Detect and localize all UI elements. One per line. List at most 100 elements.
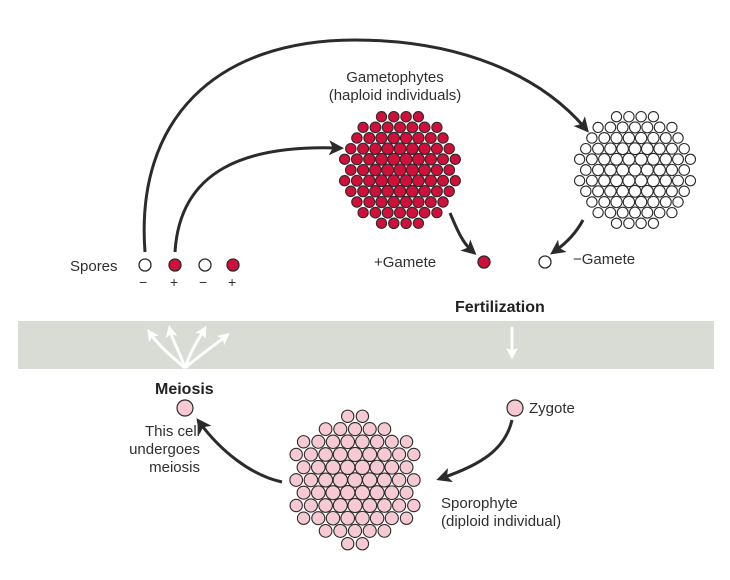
- sporophyte-cell: [354, 459, 371, 475]
- sporophyte-cell: [340, 459, 356, 475]
- minus-gametophyte-cell: [647, 217, 660, 229]
- sporophyte-cell: [399, 435, 414, 449]
- plus-gametophyte-cell: [369, 163, 382, 177]
- minus-gametophyte-cell: [592, 185, 605, 198]
- sporophyte-label: Sporophyte (diploid individual): [441, 495, 561, 531]
- plus-gametophyte-cell: [363, 153, 376, 166]
- sporophyte-cell: [362, 472, 378, 488]
- minus-gametophyte-cell: [622, 174, 636, 188]
- plus-gametophyte-cell: [388, 217, 400, 230]
- meiosis-cell: [176, 399, 194, 417]
- minus-gametophyte-cell: [592, 206, 604, 219]
- plus-gametophyte-cell: [431, 206, 443, 219]
- sporophyte-cell: [347, 422, 363, 437]
- plus-gametophyte-cell: [406, 206, 419, 219]
- plus-gametophyte-cell: [431, 121, 443, 134]
- arrow-plus-spore-to-plus-gametophyte: [173, 140, 344, 253]
- minus-gametophyte-cell: [585, 153, 598, 166]
- plus-gametophyte-cell: [388, 110, 400, 123]
- minus-gametophyte-cell: [622, 195, 636, 209]
- minus-gametophyte-cell: [604, 185, 617, 198]
- arrow-sporophyte-to-meiosis-cell: [196, 418, 283, 484]
- plus-gametophyte-cell: [424, 196, 437, 209]
- minus-gametophyte-cell: [585, 174, 598, 187]
- minus-gametophyte-cell: [580, 142, 592, 155]
- plus-gametophyte-cell: [405, 184, 419, 198]
- sporophyte-cell: [318, 472, 334, 488]
- minus-gametophyte-cell: [592, 121, 604, 134]
- plus-gametophyte-cell: [436, 174, 449, 187]
- sporophyte-cell: [392, 498, 407, 513]
- plus-gametophyte-cell: [449, 175, 461, 187]
- minus-gametophyte-cell: [634, 174, 648, 188]
- plus-gametophyte-cell: [363, 196, 376, 209]
- plus-gametophyte-cell: [393, 121, 407, 134]
- minus-gamete-cell: [538, 255, 552, 269]
- plus-gametophyte-cell: [345, 185, 357, 198]
- minus-gametophyte-cell: [635, 110, 647, 123]
- sporophyte-cell: [310, 485, 326, 501]
- sporophyte-cell: [399, 485, 414, 500]
- minus-gametophyte-cell: [640, 184, 654, 198]
- sporophyte-cell: [318, 447, 333, 462]
- plus-gametophyte-cell: [430, 142, 443, 155]
- plus-gametophyte-cell: [363, 132, 376, 145]
- minus-gametophyte-cell: [610, 217, 623, 229]
- minus-gametophyte-cell: [616, 142, 630, 156]
- plus-gametophyte-cell: [369, 206, 382, 219]
- meiosis-note-line3: meiosis: [149, 459, 200, 476]
- spores-label: Spores: [70, 258, 118, 275]
- meiosis-note-line1: This cell: [144, 423, 200, 440]
- sporophyte-cell: [289, 447, 303, 462]
- plus-gametophyte-cell: [375, 217, 388, 229]
- sporophyte-cell: [384, 434, 399, 449]
- sporophyte-cell: [384, 511, 399, 526]
- minus-gametophyte-cell: [598, 174, 611, 187]
- plus-gametophyte-cell: [375, 174, 388, 188]
- sporophyte-cell: [347, 523, 363, 539]
- sporophyte-cell: [340, 434, 356, 450]
- plus-gametophyte-cell: [405, 163, 419, 177]
- sporophyte-cell: [399, 511, 414, 525]
- minus-gametophyte-cell: [647, 131, 660, 145]
- sporophyte-cell: [332, 497, 348, 514]
- sporophyte-cell: [377, 498, 392, 513]
- sporophyte-cell: [318, 498, 333, 513]
- minus-gametophyte-cell: [640, 163, 654, 177]
- minus-gametophyte-cell: [678, 142, 690, 155]
- minus-gametophyte-cell: [665, 163, 679, 177]
- sporophyte-cell: [362, 422, 377, 437]
- minus-gametophyte-cell: [634, 152, 648, 166]
- plus-gametophyte-cell: [418, 121, 431, 134]
- minus-gametophyte-cell: [586, 132, 598, 144]
- sporophyte-cell: [355, 510, 370, 526]
- sporophyte-cell: [318, 524, 333, 538]
- plus-gametophyte-cell: [430, 163, 444, 177]
- plus-gametophyte-cell: [387, 152, 401, 166]
- plus-gametophyte-cell: [424, 153, 438, 166]
- minus-gametophyte-cell: [591, 163, 605, 177]
- minus-gametophyte-cell: [604, 121, 617, 134]
- plus-gametophyte-cell: [400, 217, 412, 230]
- minus-gametophyte-cell: [573, 153, 586, 165]
- minus-gametophyte-cell: [616, 163, 630, 177]
- sporophyte-cell: [407, 447, 421, 462]
- minus-gametophyte-cell: [646, 174, 660, 188]
- minus-gametophyte-cell: [672, 132, 684, 144]
- minus-gametophyte-cell: [672, 196, 684, 208]
- minus-gametophyte-cell: [665, 142, 678, 155]
- minus-gametophyte-cell: [678, 164, 691, 176]
- plus-gametophyte-cell: [345, 142, 357, 155]
- minus-gametophyte-cell: [647, 195, 660, 209]
- minus-gametophyte-cell: [684, 175, 697, 187]
- plus-gametophyte-cell: [357, 121, 369, 134]
- fertilization-label: Fertilization: [455, 299, 545, 316]
- meiosis-arrows: [147, 325, 230, 370]
- sporophyte-cell: [377, 524, 392, 538]
- plus-gamete-label: +Gamete: [374, 254, 437, 271]
- minus-gametophyte-cell: [610, 174, 623, 188]
- zygote-label: Zygote: [529, 400, 575, 417]
- minus-gametophyte-cell: [610, 131, 623, 145]
- minus-gametophyte-cell: [641, 121, 654, 134]
